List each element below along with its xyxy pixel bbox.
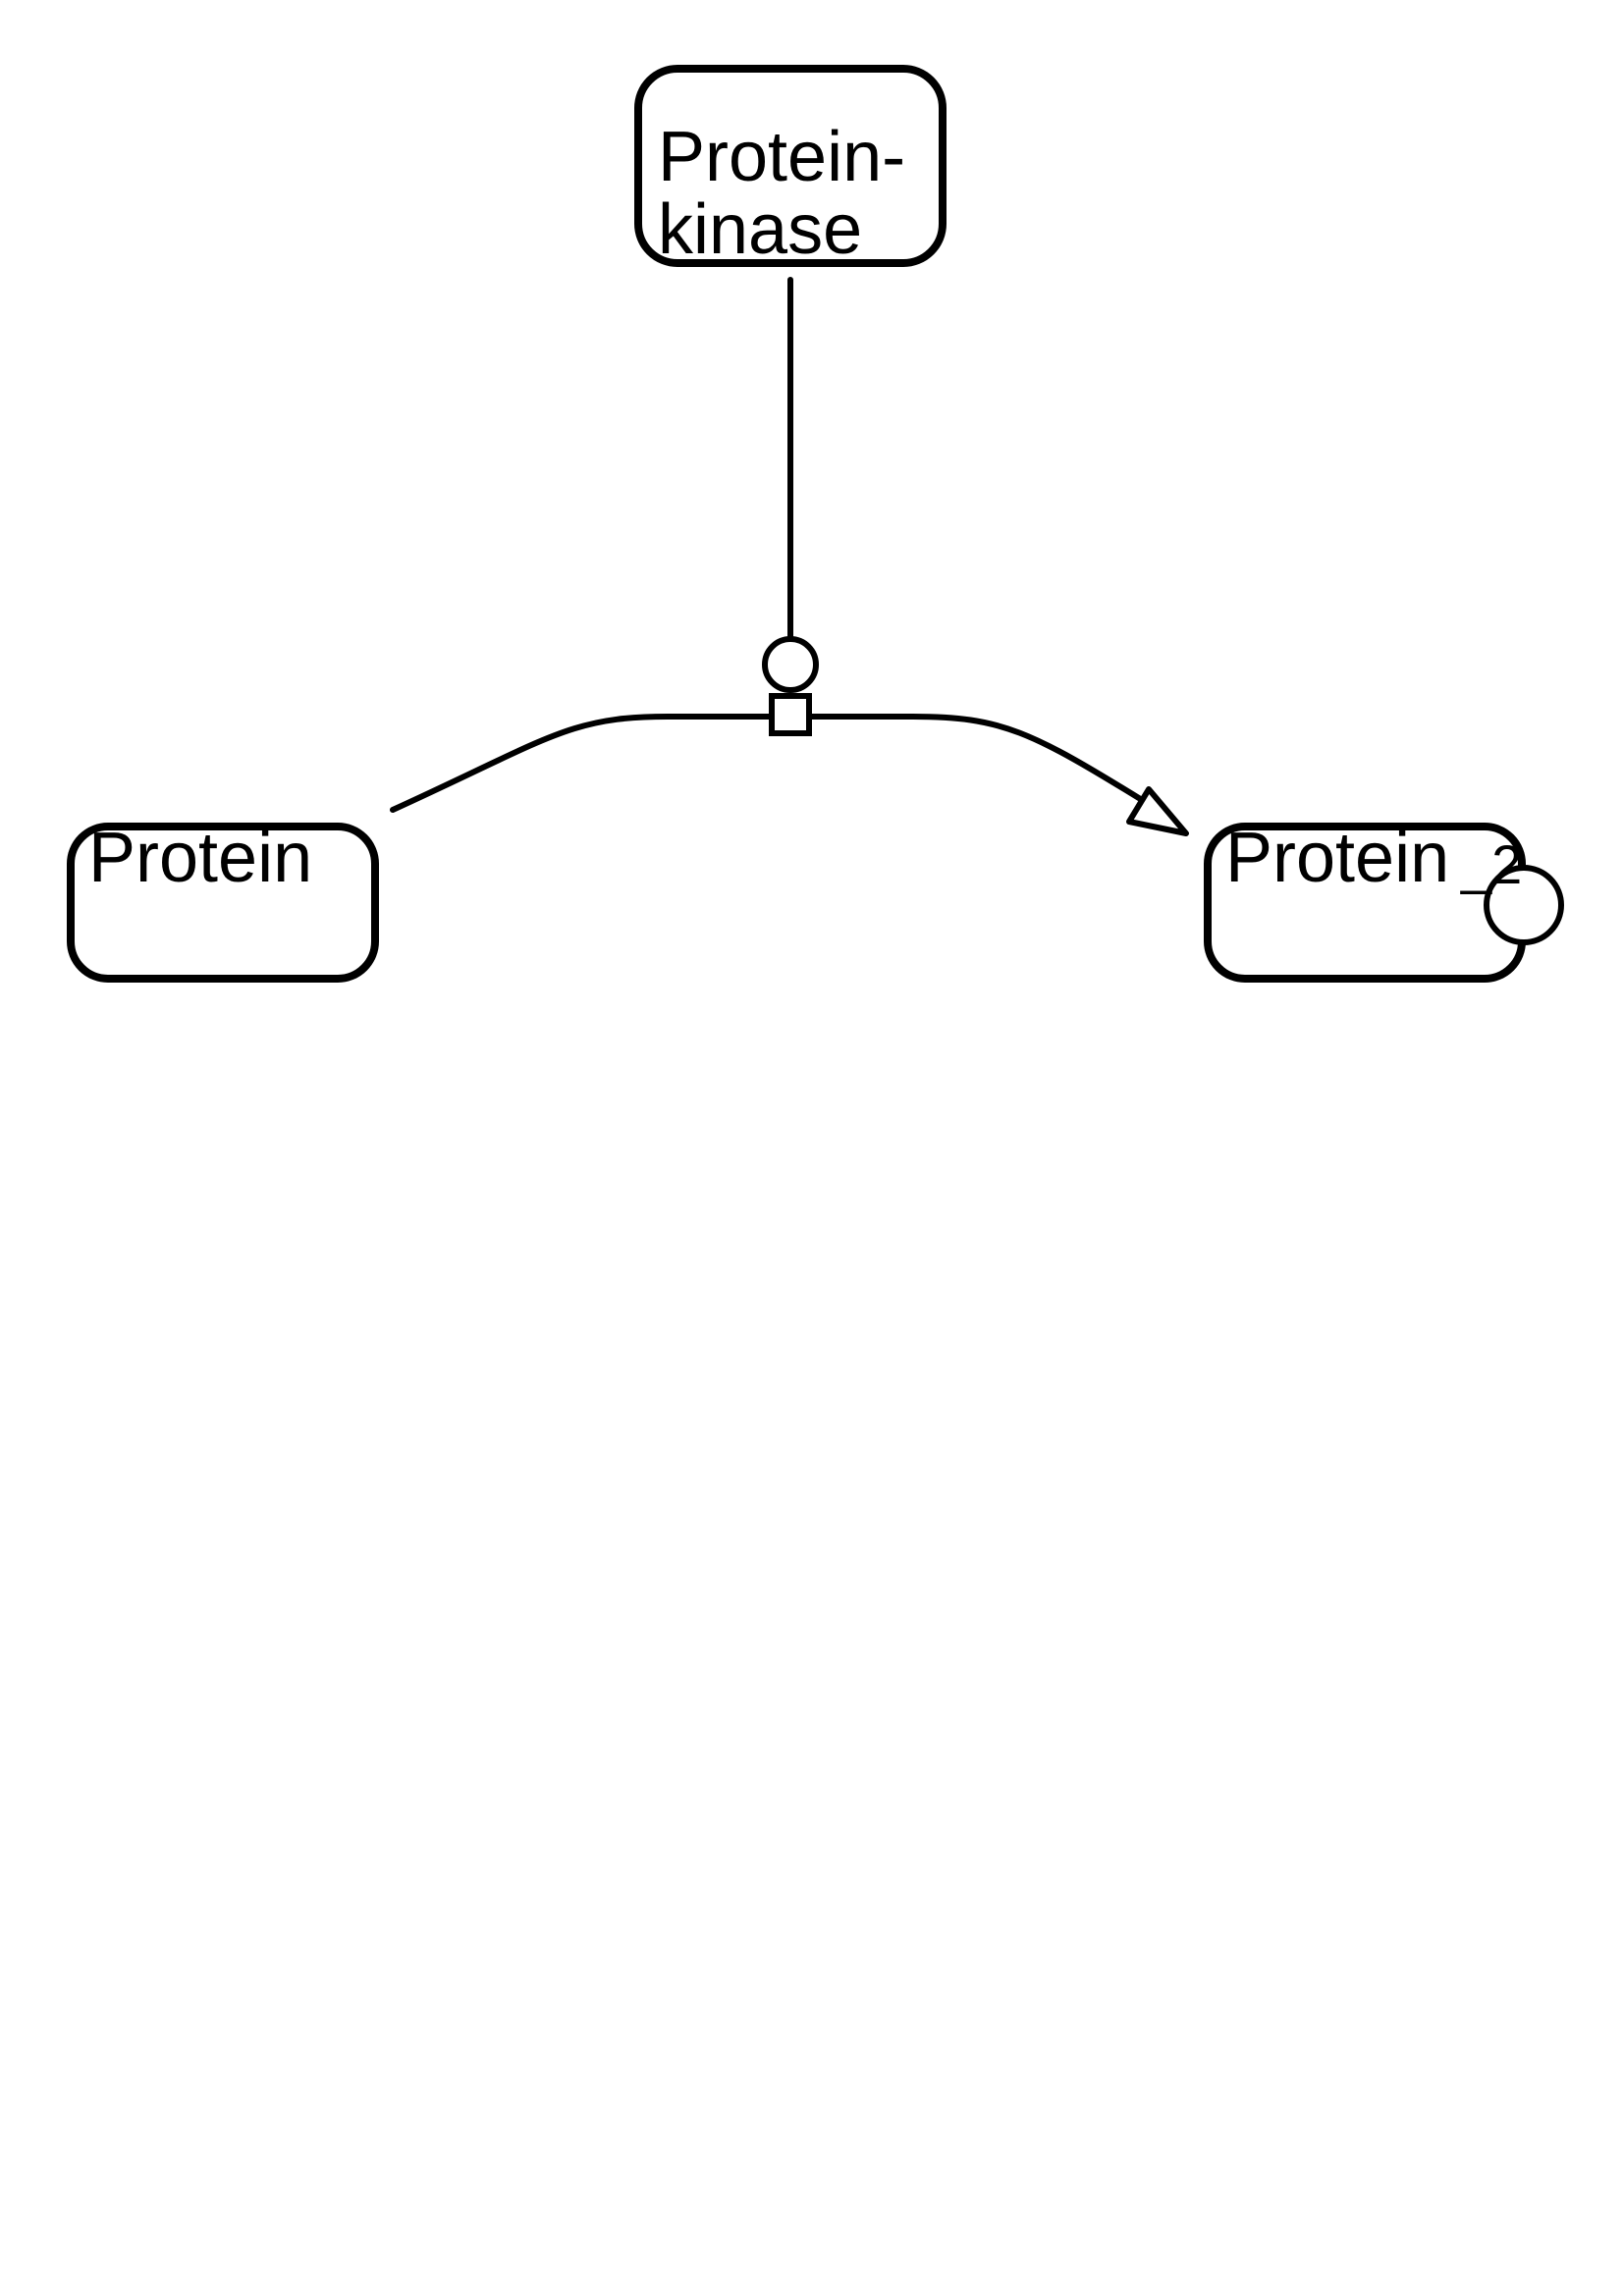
edge-conversion[interactable] — [390, 693, 1189, 836]
state-variable-label: _2 — [1460, 833, 1522, 895]
state-variable-circle-icon — [1484, 865, 1564, 945]
protein-kinase-label-line2: kinase — [658, 190, 862, 269]
protein-substrate-label: Protein — [88, 819, 312, 897]
node-protein-product[interactable]: Protein _2 — [1204, 819, 1564, 983]
protein-product-label: Protein — [1225, 819, 1449, 897]
conversion-outgoing-curve — [807, 714, 1150, 806]
protein-kinase-label-line1: Protein- — [658, 118, 905, 196]
node-protein-kinase[interactable]: Protein- kinase — [634, 65, 947, 269]
protein-substrate-box — [67, 823, 379, 983]
production-arrowhead-icon — [1126, 786, 1189, 836]
protein-kinase-box — [634, 65, 947, 267]
process-node-square[interactable] — [769, 693, 812, 736]
node-protein-substrate[interactable]: Protein — [67, 819, 379, 983]
conversion-incoming-curve — [390, 714, 774, 813]
edge-catalysis[interactable] — [762, 277, 819, 693]
catalysis-circle-icon — [762, 636, 819, 693]
